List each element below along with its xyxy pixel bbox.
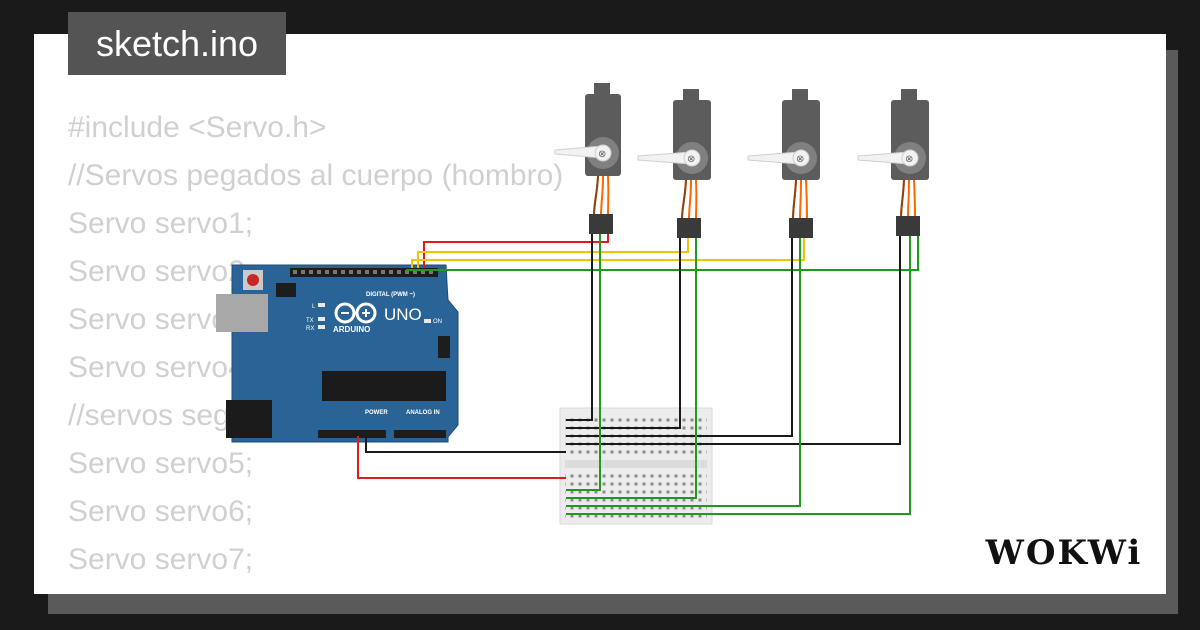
file-title: sketch.ino (68, 12, 286, 75)
analog-label: ANALOG IN (406, 410, 440, 416)
led-tx-label: TX (306, 318, 314, 324)
power-jack (226, 400, 272, 438)
arduino-uno-board[interactable]: DIGITAL (PWM ~) UNO ARDUINO L TX RX ON P… (216, 264, 459, 443)
microcontroller-chip (322, 371, 446, 401)
code-line: Servo servo7; (68, 543, 254, 576)
analog-header (394, 430, 446, 438)
wokwi-logo[interactable]: WOKWi (978, 528, 1150, 576)
power-header (318, 430, 386, 438)
svg-text:⊗: ⊗ (905, 154, 913, 165)
code-listing: #include <Servo.h> //Servos pegados al c… (68, 104, 563, 594)
code-line: //Servos pegados al cuerpo (hombro) (68, 159, 564, 192)
board-model: UNO (384, 305, 422, 324)
digital-header (290, 268, 438, 277)
code-line: Servo servo5; (68, 447, 254, 480)
wires (357, 234, 919, 515)
svg-text:⊗: ⊗ (796, 154, 804, 165)
code-line: Servo servo1; (68, 207, 254, 240)
led-l-label: L (312, 304, 316, 310)
code-line: Servo servo6; (68, 495, 254, 528)
usb-port (216, 294, 268, 332)
servo-2[interactable]: ⊗ (637, 89, 711, 238)
board-brand: ARDUINO (333, 325, 370, 334)
on-label: ON (433, 319, 442, 325)
arduino-logo (334, 302, 377, 324)
servo-1[interactable]: ⊗ (554, 83, 621, 234)
svg-text:⊗: ⊗ (687, 154, 695, 165)
reset-button[interactable] (247, 274, 259, 286)
power-label: POWER (365, 410, 388, 416)
svg-text:WOKWi: WOKWi (985, 533, 1143, 573)
digital-label: DIGITAL (PWM ~) (366, 292, 415, 298)
code-line: Servo servo8; (68, 584, 563, 594)
code-line: #include <Servo.h> (68, 111, 327, 144)
led-rx-label: RX (306, 326, 314, 332)
servo-3[interactable]: ⊗ (747, 89, 820, 238)
svg-text:⊗: ⊗ (598, 149, 606, 160)
servo-4[interactable]: ⊗ (857, 89, 929, 236)
